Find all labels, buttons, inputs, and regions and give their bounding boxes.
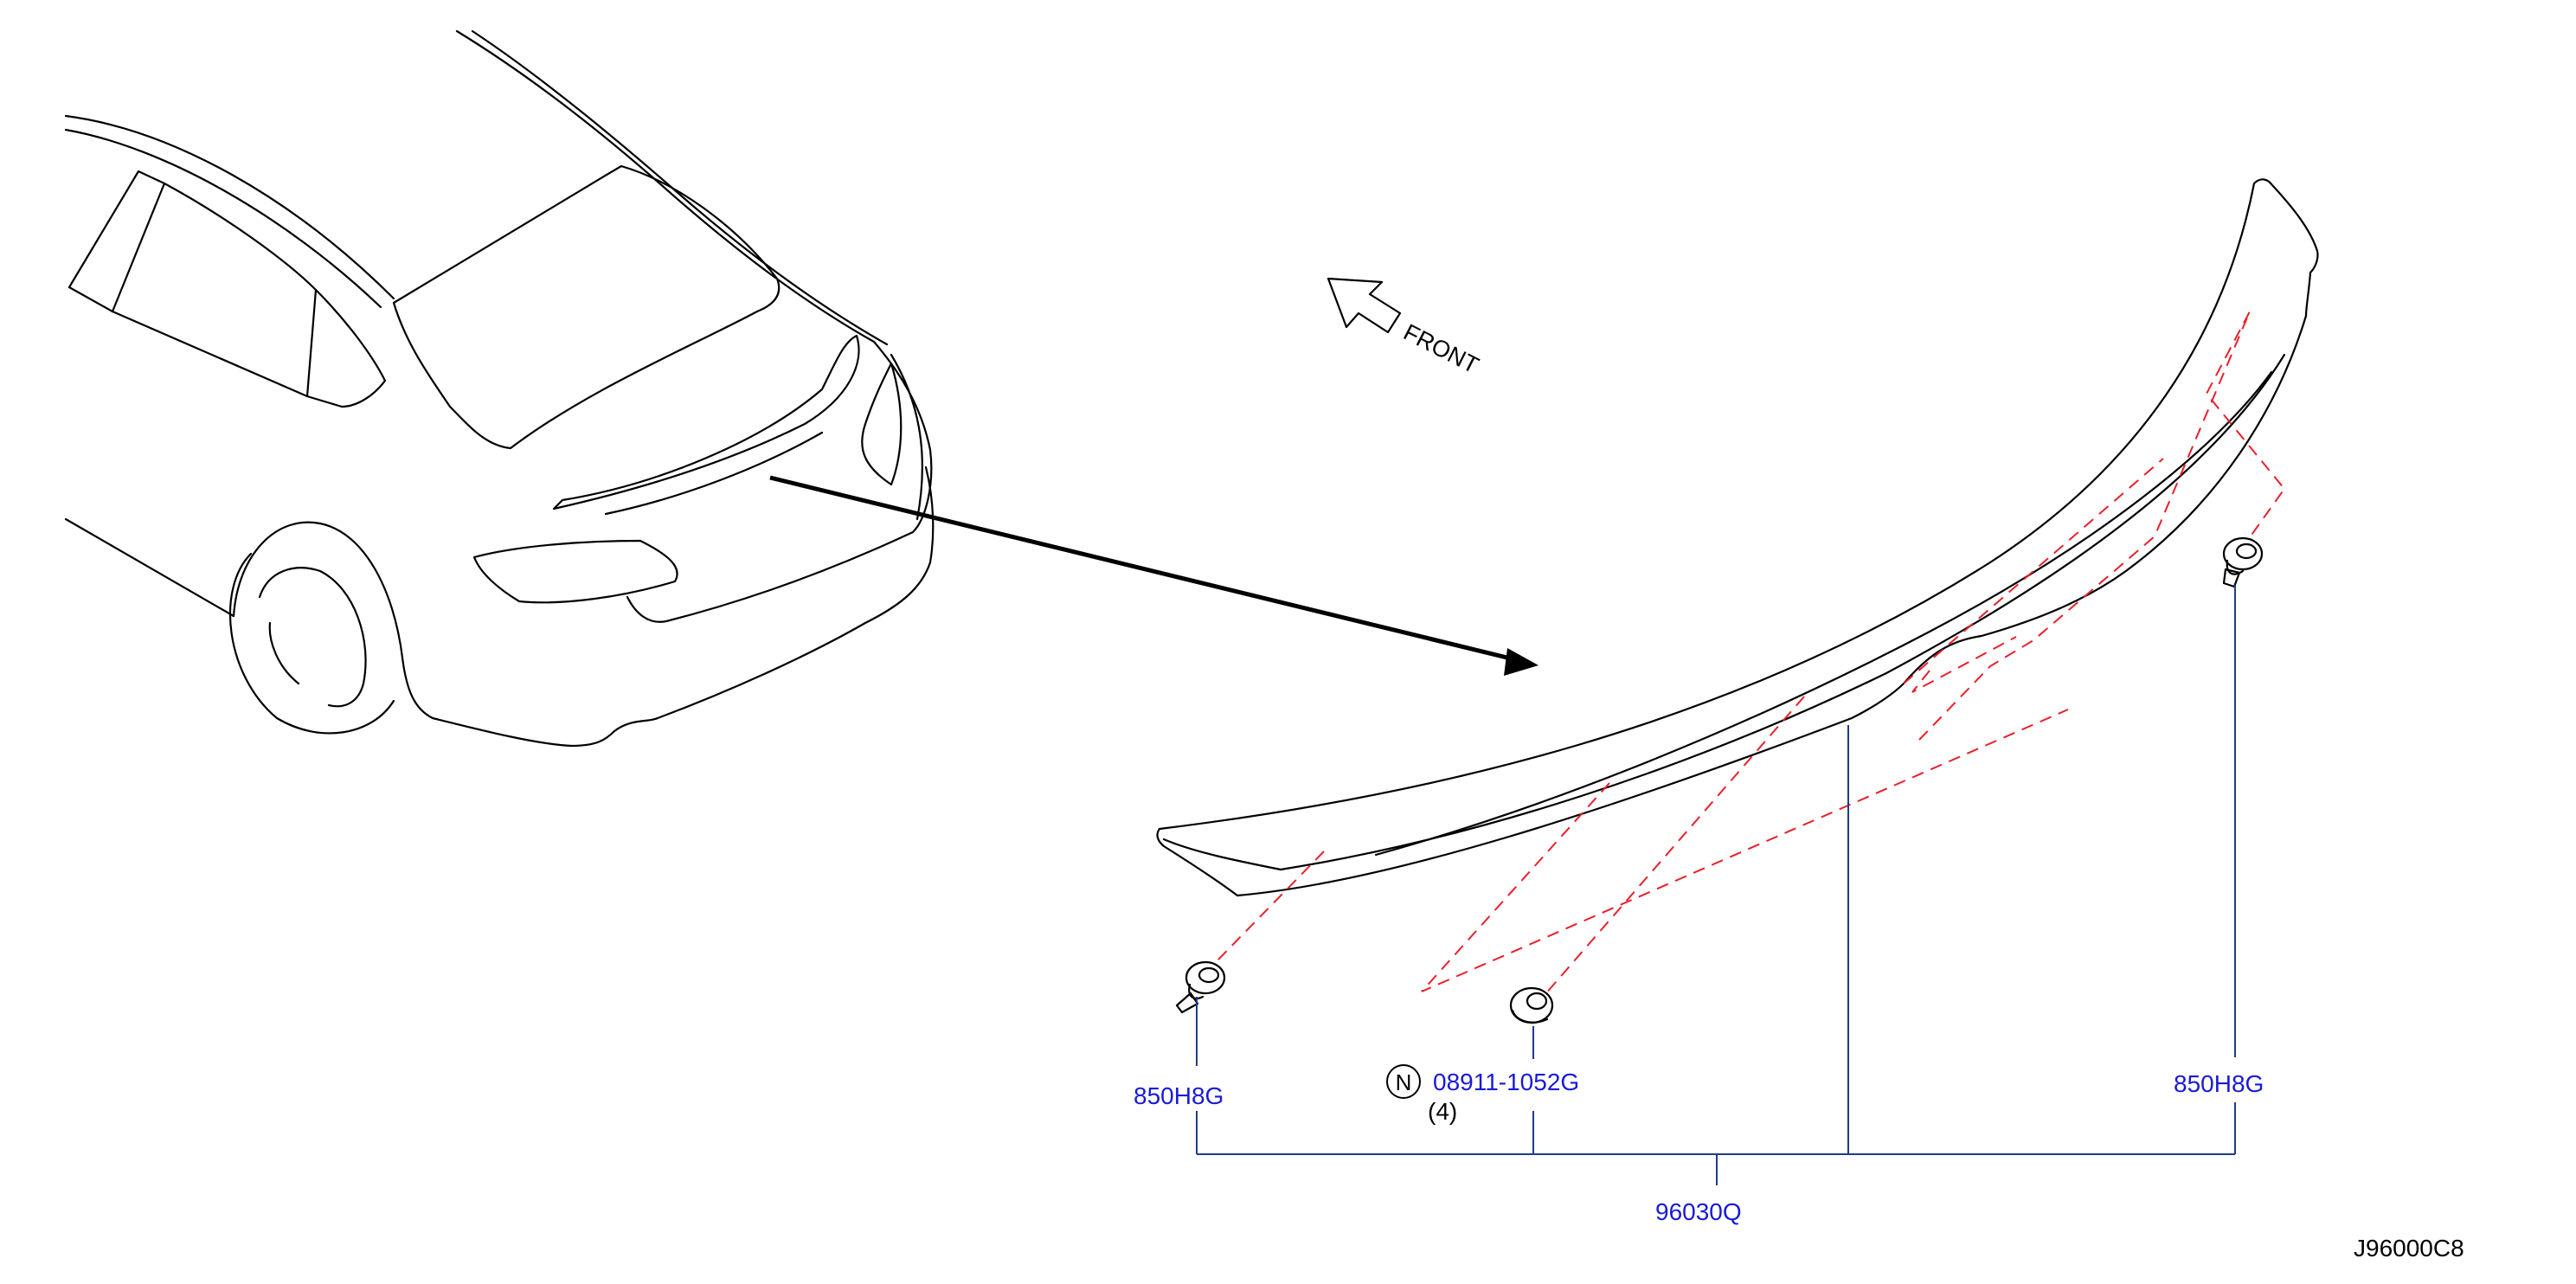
rear-spoiler-part bbox=[1156, 178, 2319, 897]
n-symbol-text: N bbox=[1396, 1069, 1412, 1095]
part-quantity: (4) bbox=[1428, 1098, 1457, 1125]
part-number-assembly[interactable]: 96030Q bbox=[1655, 1198, 1742, 1225]
nut-center-icon bbox=[1509, 986, 1554, 1024]
drawing-code: J96000C8 bbox=[2354, 1235, 2464, 1262]
callout-arrow bbox=[769, 475, 1539, 676]
car-rear-illustration bbox=[64, 29, 935, 748]
front-label: FRONT bbox=[1399, 319, 1482, 379]
dashed-guide-lines bbox=[1215, 311, 2286, 996]
leader-lines bbox=[1196, 585, 2236, 1185]
front-direction-arrow-icon bbox=[1327, 277, 1402, 334]
clip-right-icon bbox=[2222, 536, 2264, 588]
part-number-left-clip[interactable]: 850H8G bbox=[1134, 1082, 1224, 1109]
part-number-center-nut[interactable]: 08911-1052G bbox=[1433, 1069, 1579, 1095]
n-circle-icon: N bbox=[1386, 1064, 1421, 1099]
clip-left-icon bbox=[1175, 960, 1226, 1014]
part-number-right-clip[interactable]: 850H8G bbox=[2174, 1070, 2264, 1097]
